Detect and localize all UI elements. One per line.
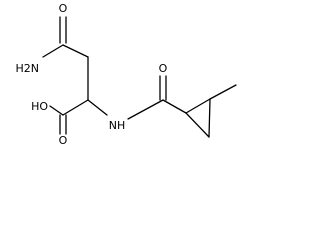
bond-amide-c-n: [42, 44, 64, 58]
atom-label-acid-oh: HO: [31, 100, 48, 113]
bond-ring-2: [208, 98, 211, 138]
bond-amide-c-ch2: [62, 44, 89, 58]
bond-methyl: [209, 84, 237, 100]
bond-ring-3: [185, 112, 210, 138]
bond-nh-carbonyl: [127, 99, 164, 120]
structural-formula: O H2N HO O NH O: [16, 2, 237, 147]
bond-cooh-oh: [49, 105, 64, 116]
bond-carbonyl-ring: [162, 99, 187, 114]
atom-label-amide-o: O: [59, 2, 68, 15]
atom-label-carbonyl-o: O: [159, 62, 168, 75]
atom-label-nh: NH: [109, 119, 126, 132]
atom-label-acid-o: O: [59, 134, 68, 147]
bond-ring-1: [185, 98, 211, 114]
bond-alpha-cooh: [62, 99, 89, 116]
atom-label-amide-nh2: H2N: [16, 62, 40, 75]
bond-alpha-nh: [87, 99, 108, 116]
